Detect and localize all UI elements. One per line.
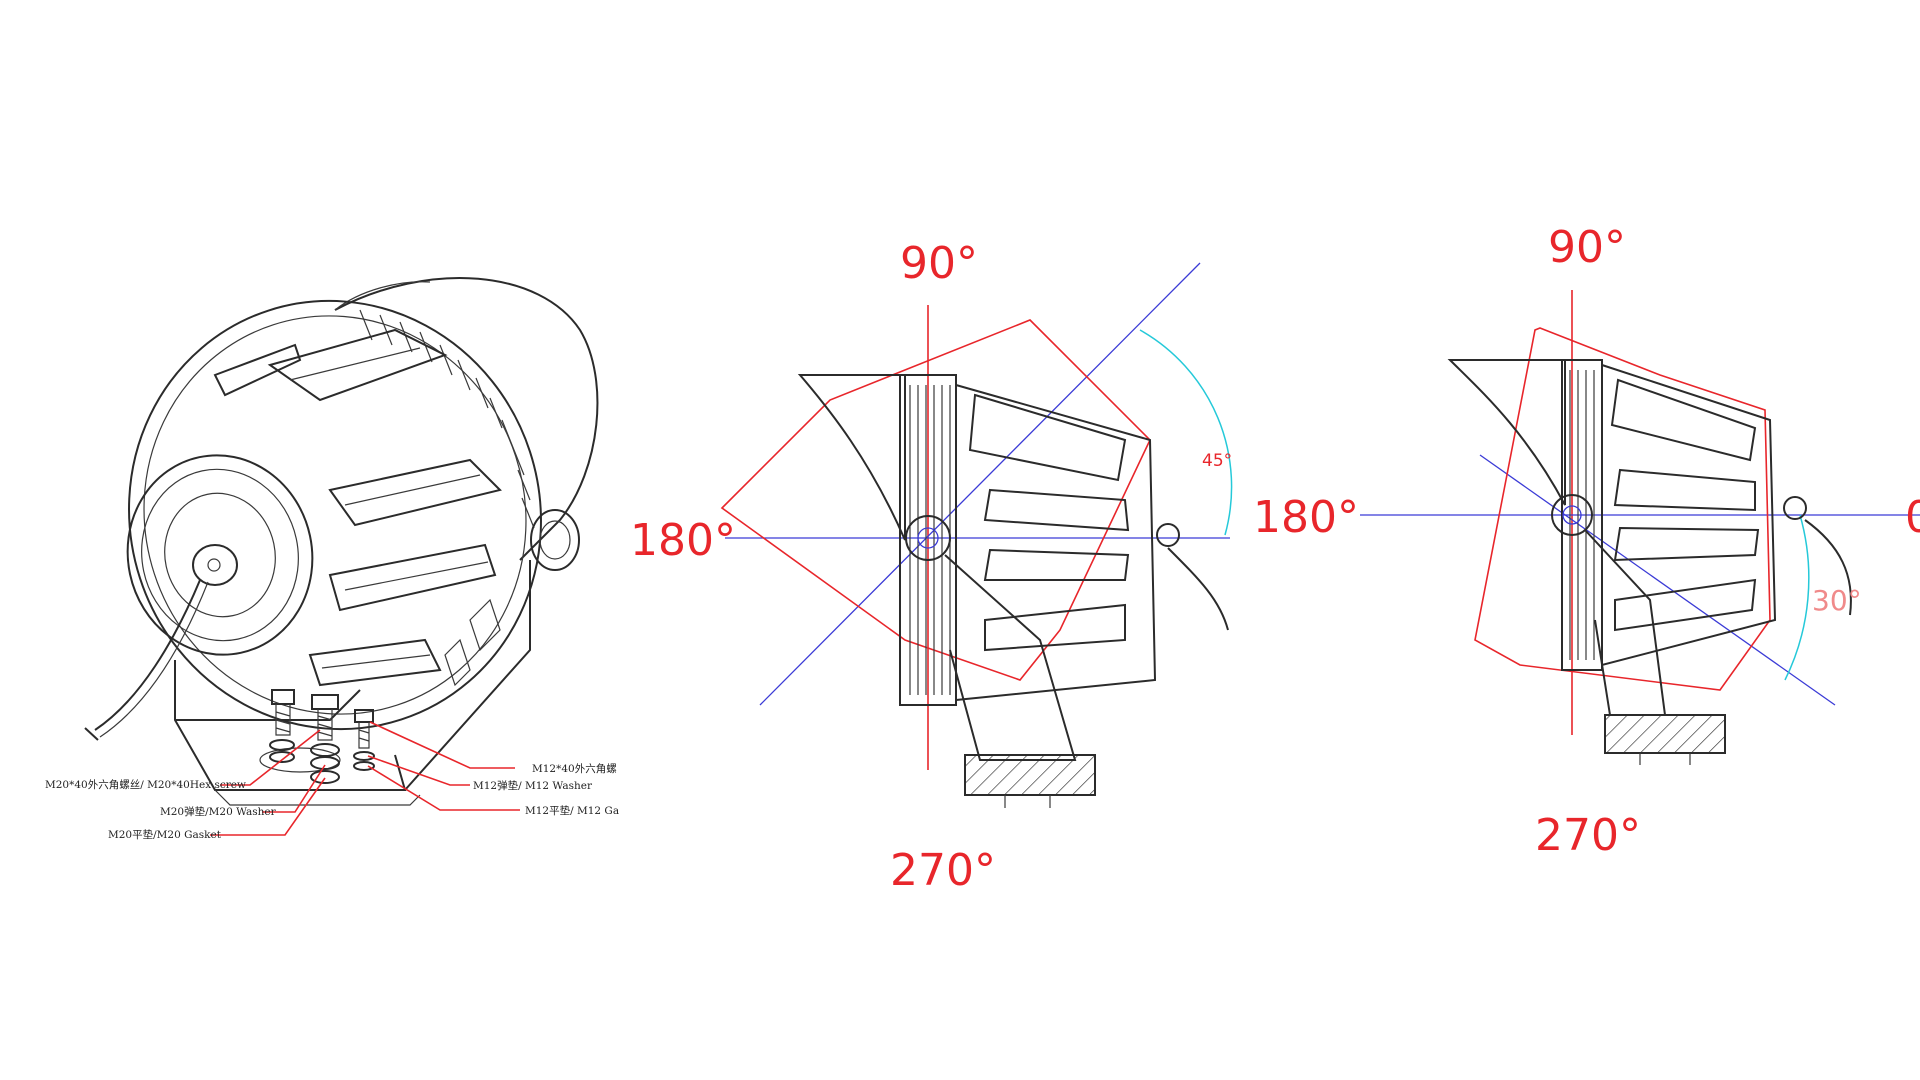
- angle-90-label: 90°: [900, 238, 978, 289]
- lamp-body: [1601, 363, 1777, 667]
- side-view-45: 90° 180° 270° 45°: [630, 238, 1233, 896]
- leader-lines: [210, 721, 520, 836]
- tilt-arc: [1784, 514, 1810, 681]
- m12-bolt-stack: [353, 709, 375, 771]
- tilt-45-label: 45°: [1202, 451, 1232, 471]
- visor: [1447, 359, 1566, 506]
- isometric-light-view: M20*40外六角螺丝/ M20*40Hex screw M20弹垫/M20 W…: [45, 277, 619, 841]
- lamp-body: [955, 383, 1157, 702]
- side-view-30: 90° 180° 0 270° 30°: [1253, 222, 1920, 861]
- label-m12-screw: M12*40外六角螺: [532, 763, 617, 775]
- angle-0-label: 0: [1905, 492, 1920, 543]
- face-louvres: [213, 328, 502, 687]
- side-knob: [530, 509, 580, 571]
- tilted-outline: [720, 319, 1151, 681]
- fin-ring: [359, 309, 535, 529]
- center-bolt-stack: [310, 694, 340, 784]
- tilted-outline: [1474, 327, 1771, 691]
- tilt-30-label: 30°: [1812, 584, 1862, 617]
- angle-180-label: 180°: [630, 515, 736, 566]
- label-m12-gasket: M12平垫/ M12 Ga: [525, 804, 619, 817]
- angle-180-label: 180°: [1253, 492, 1359, 543]
- label-m20-washer: M20弹垫/M20 Washer: [160, 805, 277, 818]
- angle-270-label: 270°: [1535, 810, 1641, 861]
- bracket-arm: [944, 554, 1077, 761]
- label-m20-gasket: M20平垫/M20 Gasket: [108, 828, 222, 841]
- front-vent-plate: [126, 454, 314, 656]
- angle-270-label: 270°: [890, 845, 996, 896]
- tilt-axis-45: [759, 262, 1201, 706]
- pivot-hub: [905, 515, 951, 561]
- tilt-axis-30: [1479, 454, 1836, 706]
- m20-bolt-stack: [269, 689, 295, 763]
- mounting-base: [964, 754, 1096, 796]
- angle-90-label: 90°: [1548, 222, 1626, 273]
- mounting-base: [1604, 714, 1726, 754]
- label-m20-screw: M20*40外六角螺丝/ M20*40Hex screw: [45, 779, 246, 791]
- power-cable: [94, 579, 201, 731]
- tilt-arc: [1139, 329, 1233, 536]
- pivot-hub: [1551, 494, 1593, 536]
- label-m12-washer: M12弹垫/ M12 Washer: [473, 779, 593, 792]
- visor: [797, 374, 906, 541]
